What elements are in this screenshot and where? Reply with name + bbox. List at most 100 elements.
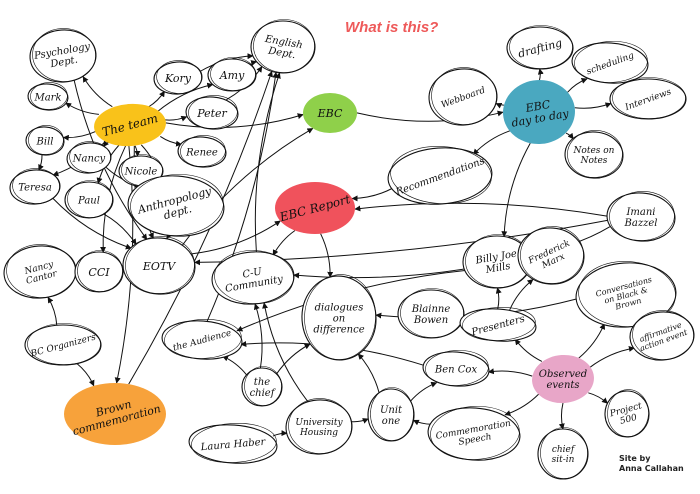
node-speech: CommemorationSpeech — [426, 404, 521, 463]
node-bill: Bill — [25, 125, 65, 157]
node-team: The team — [93, 102, 168, 149]
node-unitone-label-line: one — [382, 416, 400, 427]
edge-report-to-cucommunity — [273, 231, 295, 256]
edge-recommendations-to-report — [352, 188, 393, 199]
node-paul: Paul — [65, 181, 113, 219]
node-paul-label-line: Paul — [77, 196, 100, 207]
edge-dayday-to-interviews — [575, 103, 611, 108]
node-housing-label-line: Housing — [299, 428, 338, 438]
node-peter-label-line: Peter — [196, 107, 227, 120]
edge-paul-to-eotv — [104, 214, 136, 244]
node-bencox: Ben Cox — [422, 349, 490, 388]
node-mark-label: Mark — [33, 93, 61, 104]
edge-team-to-psychology — [83, 77, 112, 107]
edge-dayday-to-recommendations — [473, 131, 510, 155]
edge-dayday-to-notes — [566, 133, 573, 139]
node-dialogues-label-line: dialogues — [315, 303, 364, 314]
node-unitone-label-line: Unit — [380, 405, 403, 416]
node-teresa-label-line: Teresa — [18, 183, 52, 194]
node-observed-label-line: events — [546, 380, 579, 391]
node-cci-label-line: CCI — [88, 266, 110, 279]
node-audience: the Audience — [161, 317, 243, 361]
node-teresa-label: Teresa — [18, 183, 52, 194]
node-paul-label: Paul — [77, 196, 100, 207]
edge-observed-to-project500 — [588, 393, 607, 404]
credit-line-2: Anna Callahan — [619, 464, 699, 474]
node-thechief-label-line: chief — [250, 388, 277, 399]
node-bencox-label-line: Ben Cox — [434, 365, 478, 376]
node-mark: Mark — [27, 81, 69, 111]
node-drafting: drafting — [507, 26, 573, 70]
edge-team-to-mark — [66, 103, 99, 114]
edge-dayday-to-webboard — [496, 104, 504, 106]
node-ebc-label-line: EBC — [317, 107, 343, 120]
credit-line-1: Site by — [619, 454, 699, 464]
edge-dayday-to-drafting — [540, 69, 541, 80]
node-ebc: EBC — [303, 93, 357, 133]
node-interviews: Interviews — [610, 78, 686, 120]
node-observed-label-line: Observed — [539, 369, 587, 380]
node-nancycantor: NancyCantor — [2, 243, 77, 301]
node-amy: Amy — [208, 58, 256, 92]
node-notes-label-line: Notes — [580, 156, 608, 166]
node-mark-label-line: Mark — [33, 93, 61, 104]
edge-observed-to-bencox — [489, 371, 533, 376]
node-eotv-label-line: EOTV — [142, 260, 176, 273]
edge-bcorganizers-to-brown — [77, 364, 94, 386]
edge-cucommunity-to-english — [255, 73, 279, 252]
edge-unitone-to-dialogues — [358, 354, 379, 393]
edge-observed-to-speech — [505, 394, 539, 415]
edge-observed-to-presenters — [515, 339, 542, 361]
node-bencox-label: Ben Cox — [434, 365, 478, 376]
node-thechief-label-line: the — [254, 377, 270, 388]
edge-dayday-to-scheduling — [567, 79, 587, 93]
edge-bcorganizers-to-nancycantor — [48, 297, 57, 325]
node-kory-label-line: Kory — [164, 72, 192, 85]
node-kory: Kory — [153, 59, 203, 95]
node-renee: Renee — [177, 134, 227, 168]
edge-team-to-renee — [160, 136, 181, 144]
edge-observed-to-affirmative — [590, 348, 634, 367]
edge-dayday-to-billyjoe — [504, 143, 530, 237]
node-blainne-label-line: Bowen — [413, 315, 448, 326]
page-title: What is this? — [345, 19, 438, 36]
edge-thechief-to-cucommunity — [255, 304, 262, 368]
node-kory-label: Kory — [164, 72, 192, 85]
node-psychology: PsychologyDept. — [28, 27, 97, 84]
node-chiefsitin-label-line: sit-in — [552, 455, 575, 465]
node-bill-label: Bill — [36, 137, 54, 148]
edge-bill-to-teresa — [39, 155, 42, 170]
node-eotv-label: EOTV — [142, 260, 176, 273]
node-project500: Project500 — [603, 389, 650, 439]
edge-presenters-to-billyjoe — [497, 288, 498, 309]
node-recommendations: Recommendations — [386, 144, 494, 208]
node-nicole-label: Nicole — [124, 167, 158, 178]
node-bcorganizers: BC Organizers — [25, 324, 101, 366]
node-nicole-label-line: Nicole — [124, 167, 158, 178]
node-dayday: EBCday to day — [501, 78, 577, 147]
node-cucommunity: C-UCommunity — [210, 249, 295, 307]
node-brown: Browncommemoration — [64, 383, 166, 445]
node-nancy-label-line: Nancy — [72, 154, 106, 165]
node-dialogues-label-line: difference — [313, 325, 364, 336]
node-amy-label-line: Amy — [219, 69, 245, 82]
node-cci: CCI — [75, 251, 123, 293]
node-imani-label-line: Bazzel — [624, 218, 658, 229]
edge-imani-to-report — [355, 203, 607, 216]
node-report: EBC Report — [275, 182, 355, 234]
edge-unitone-to-bencox — [411, 383, 437, 402]
edge-speech-to-unitone — [414, 420, 432, 424]
node-imani-label-line: Imani — [625, 207, 655, 218]
node-bill-label-line: Bill — [36, 137, 54, 148]
edge-observed-to-conversations — [579, 324, 605, 358]
node-ebc-label: EBC — [317, 107, 343, 120]
